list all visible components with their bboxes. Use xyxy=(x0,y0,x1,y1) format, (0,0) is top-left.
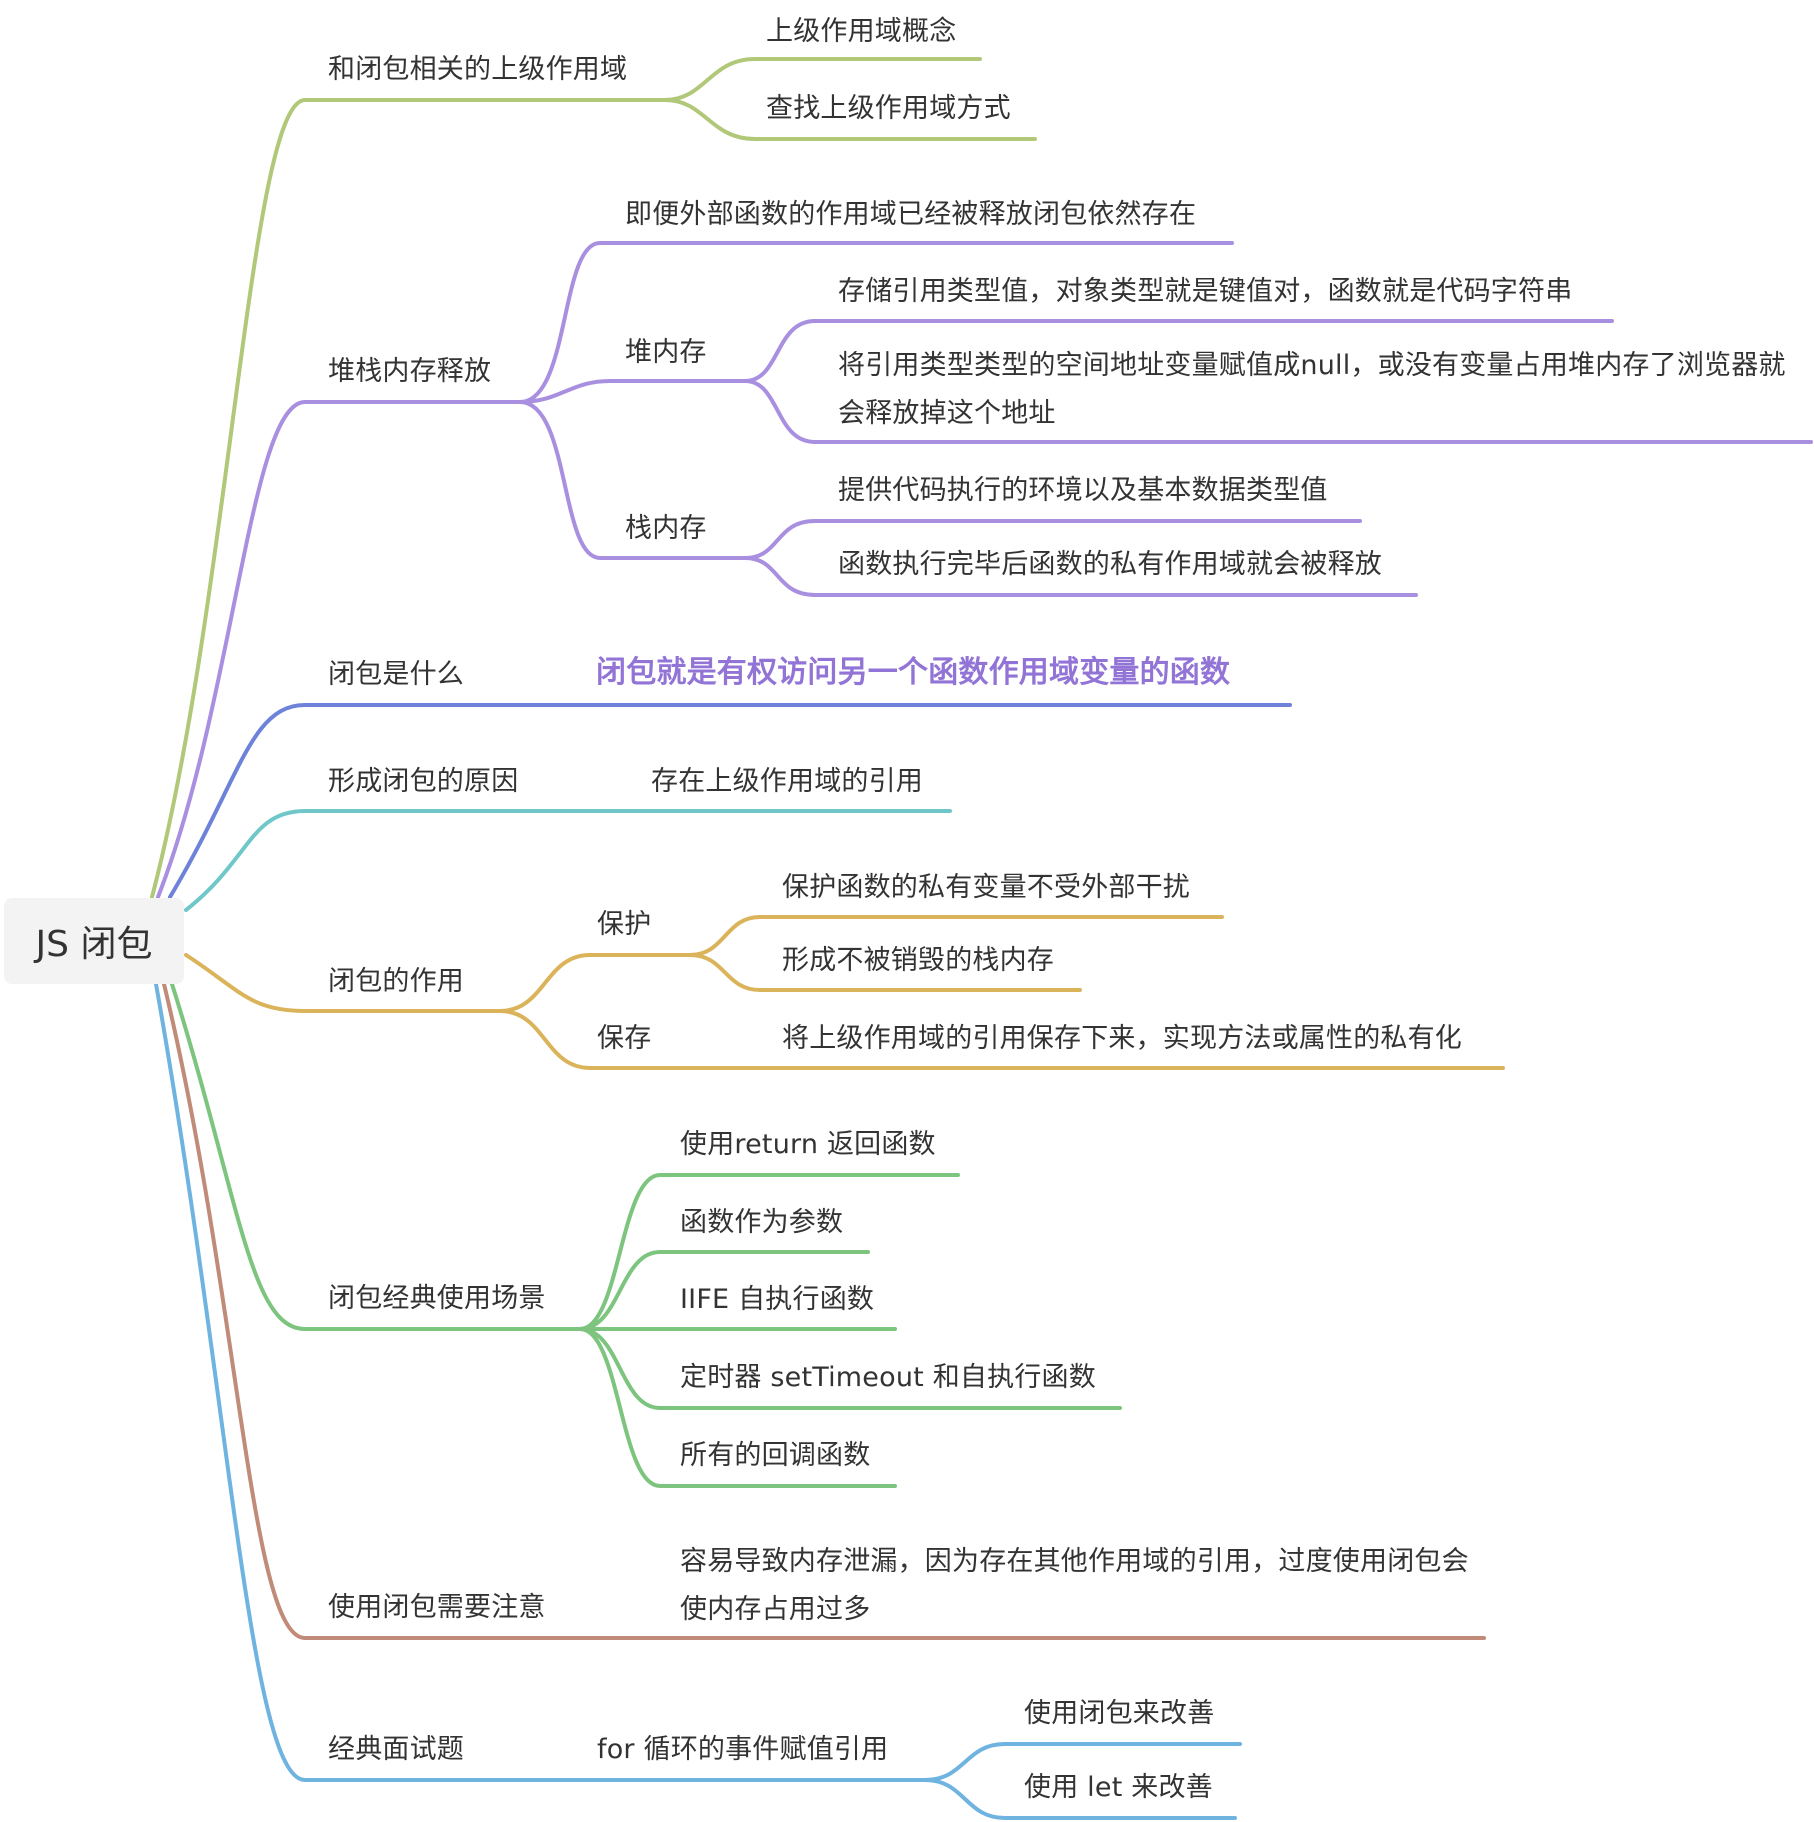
scope-subtopic[interactable]: 查找上级作用域方式 xyxy=(766,93,1011,124)
memory-subtopic[interactable]: 即便外部函数的作用域已经被释放闭包依然存在 xyxy=(625,199,1197,230)
scenes-subtopic[interactable]: 使用return 返回函数 xyxy=(680,1129,936,1160)
scope-branch-lines xyxy=(150,57,1037,899)
stack-topic[interactable]: 栈内存 xyxy=(625,513,707,544)
memory-branch-lines xyxy=(156,241,1813,899)
scenes-topic[interactable]: 闭包经典使用场景 xyxy=(328,1283,546,1314)
protect-topic[interactable]: 保护 xyxy=(597,909,652,940)
root-label: JS 闭包 xyxy=(35,924,153,965)
cause-branch-lines xyxy=(184,809,952,912)
scenes-subtopic[interactable]: IIFE 自执行函数 xyxy=(680,1284,875,1315)
scenes-subtopic[interactable]: 定时器 setTimeout 和自执行函数 xyxy=(680,1362,1096,1393)
notes-branch-lines xyxy=(162,982,1486,1640)
notes-subtopic[interactable]: 容易导致内存泄漏，因为存在其他作用域的引用，过度使用闭包会使内存占用过多 xyxy=(680,1546,1469,1625)
scenes-subtopic[interactable]: 函数作为参数 xyxy=(680,1207,844,1238)
heap-topic[interactable]: 堆内存 xyxy=(625,337,707,368)
preserve-subtopic[interactable]: 将上级作用域的引用保存下来，实现方法或属性的私有化 xyxy=(782,1023,1462,1054)
cause-topic[interactable]: 形成闭包的原因 xyxy=(328,766,519,797)
stack-subtopic[interactable]: 函数执行完毕后函数的私有作用域就会被释放 xyxy=(838,549,1382,580)
what-topic[interactable]: 闭包是什么 xyxy=(328,659,464,690)
interview-subtopic[interactable]: 使用 let 来改善 xyxy=(1024,1772,1213,1803)
root-node[interactable]: JS 闭包 xyxy=(4,898,184,984)
heap-subtopic[interactable]: 存储引用类型值，对象类型就是键值对，函数就是代码字符串 xyxy=(838,276,1573,307)
stack-subtopic[interactable]: 提供代码执行的环境以及基本数据类型值 xyxy=(838,475,1328,506)
what-branch-lines xyxy=(168,703,1292,899)
protect-subtopic[interactable]: 形成不被销毁的栈内存 xyxy=(782,945,1054,976)
scenes-subtopic[interactable]: 所有的回调函数 xyxy=(680,1440,871,1471)
scenes-branch-lines xyxy=(170,982,1122,1488)
interview-topic[interactable]: 经典面试题 xyxy=(328,1734,464,1765)
preserve-topic[interactable]: 保存 xyxy=(597,1023,652,1054)
scope-subtopic[interactable]: 上级作用域概念 xyxy=(766,16,957,47)
interview-question[interactable]: for 循环的事件赋值引用 xyxy=(597,1734,889,1765)
notes-topic[interactable]: 使用闭包需要注意 xyxy=(328,1592,546,1623)
heap-subtopic[interactable]: 将引用类型类型的空间地址变量赋值成null，或没有变量占用堆内存了浏览器就会释放… xyxy=(838,350,1786,429)
scope-topic[interactable]: 和闭包相关的上级作用域 xyxy=(328,54,628,85)
cause-subtopic[interactable]: 存在上级作用域的引用 xyxy=(651,766,923,797)
role-branch-lines xyxy=(184,915,1505,1070)
interview-branch-lines xyxy=(154,982,1242,1820)
protect-subtopic[interactable]: 保护函数的私有变量不受外部干扰 xyxy=(782,872,1190,903)
memory-topic[interactable]: 堆栈内存释放 xyxy=(328,356,492,387)
interview-subtopic[interactable]: 使用闭包来改善 xyxy=(1024,1698,1215,1729)
role-topic[interactable]: 闭包的作用 xyxy=(328,966,464,997)
what-definition[interactable]: 闭包就是有权访问另一个函数作用域变量的函数 xyxy=(596,655,1231,690)
